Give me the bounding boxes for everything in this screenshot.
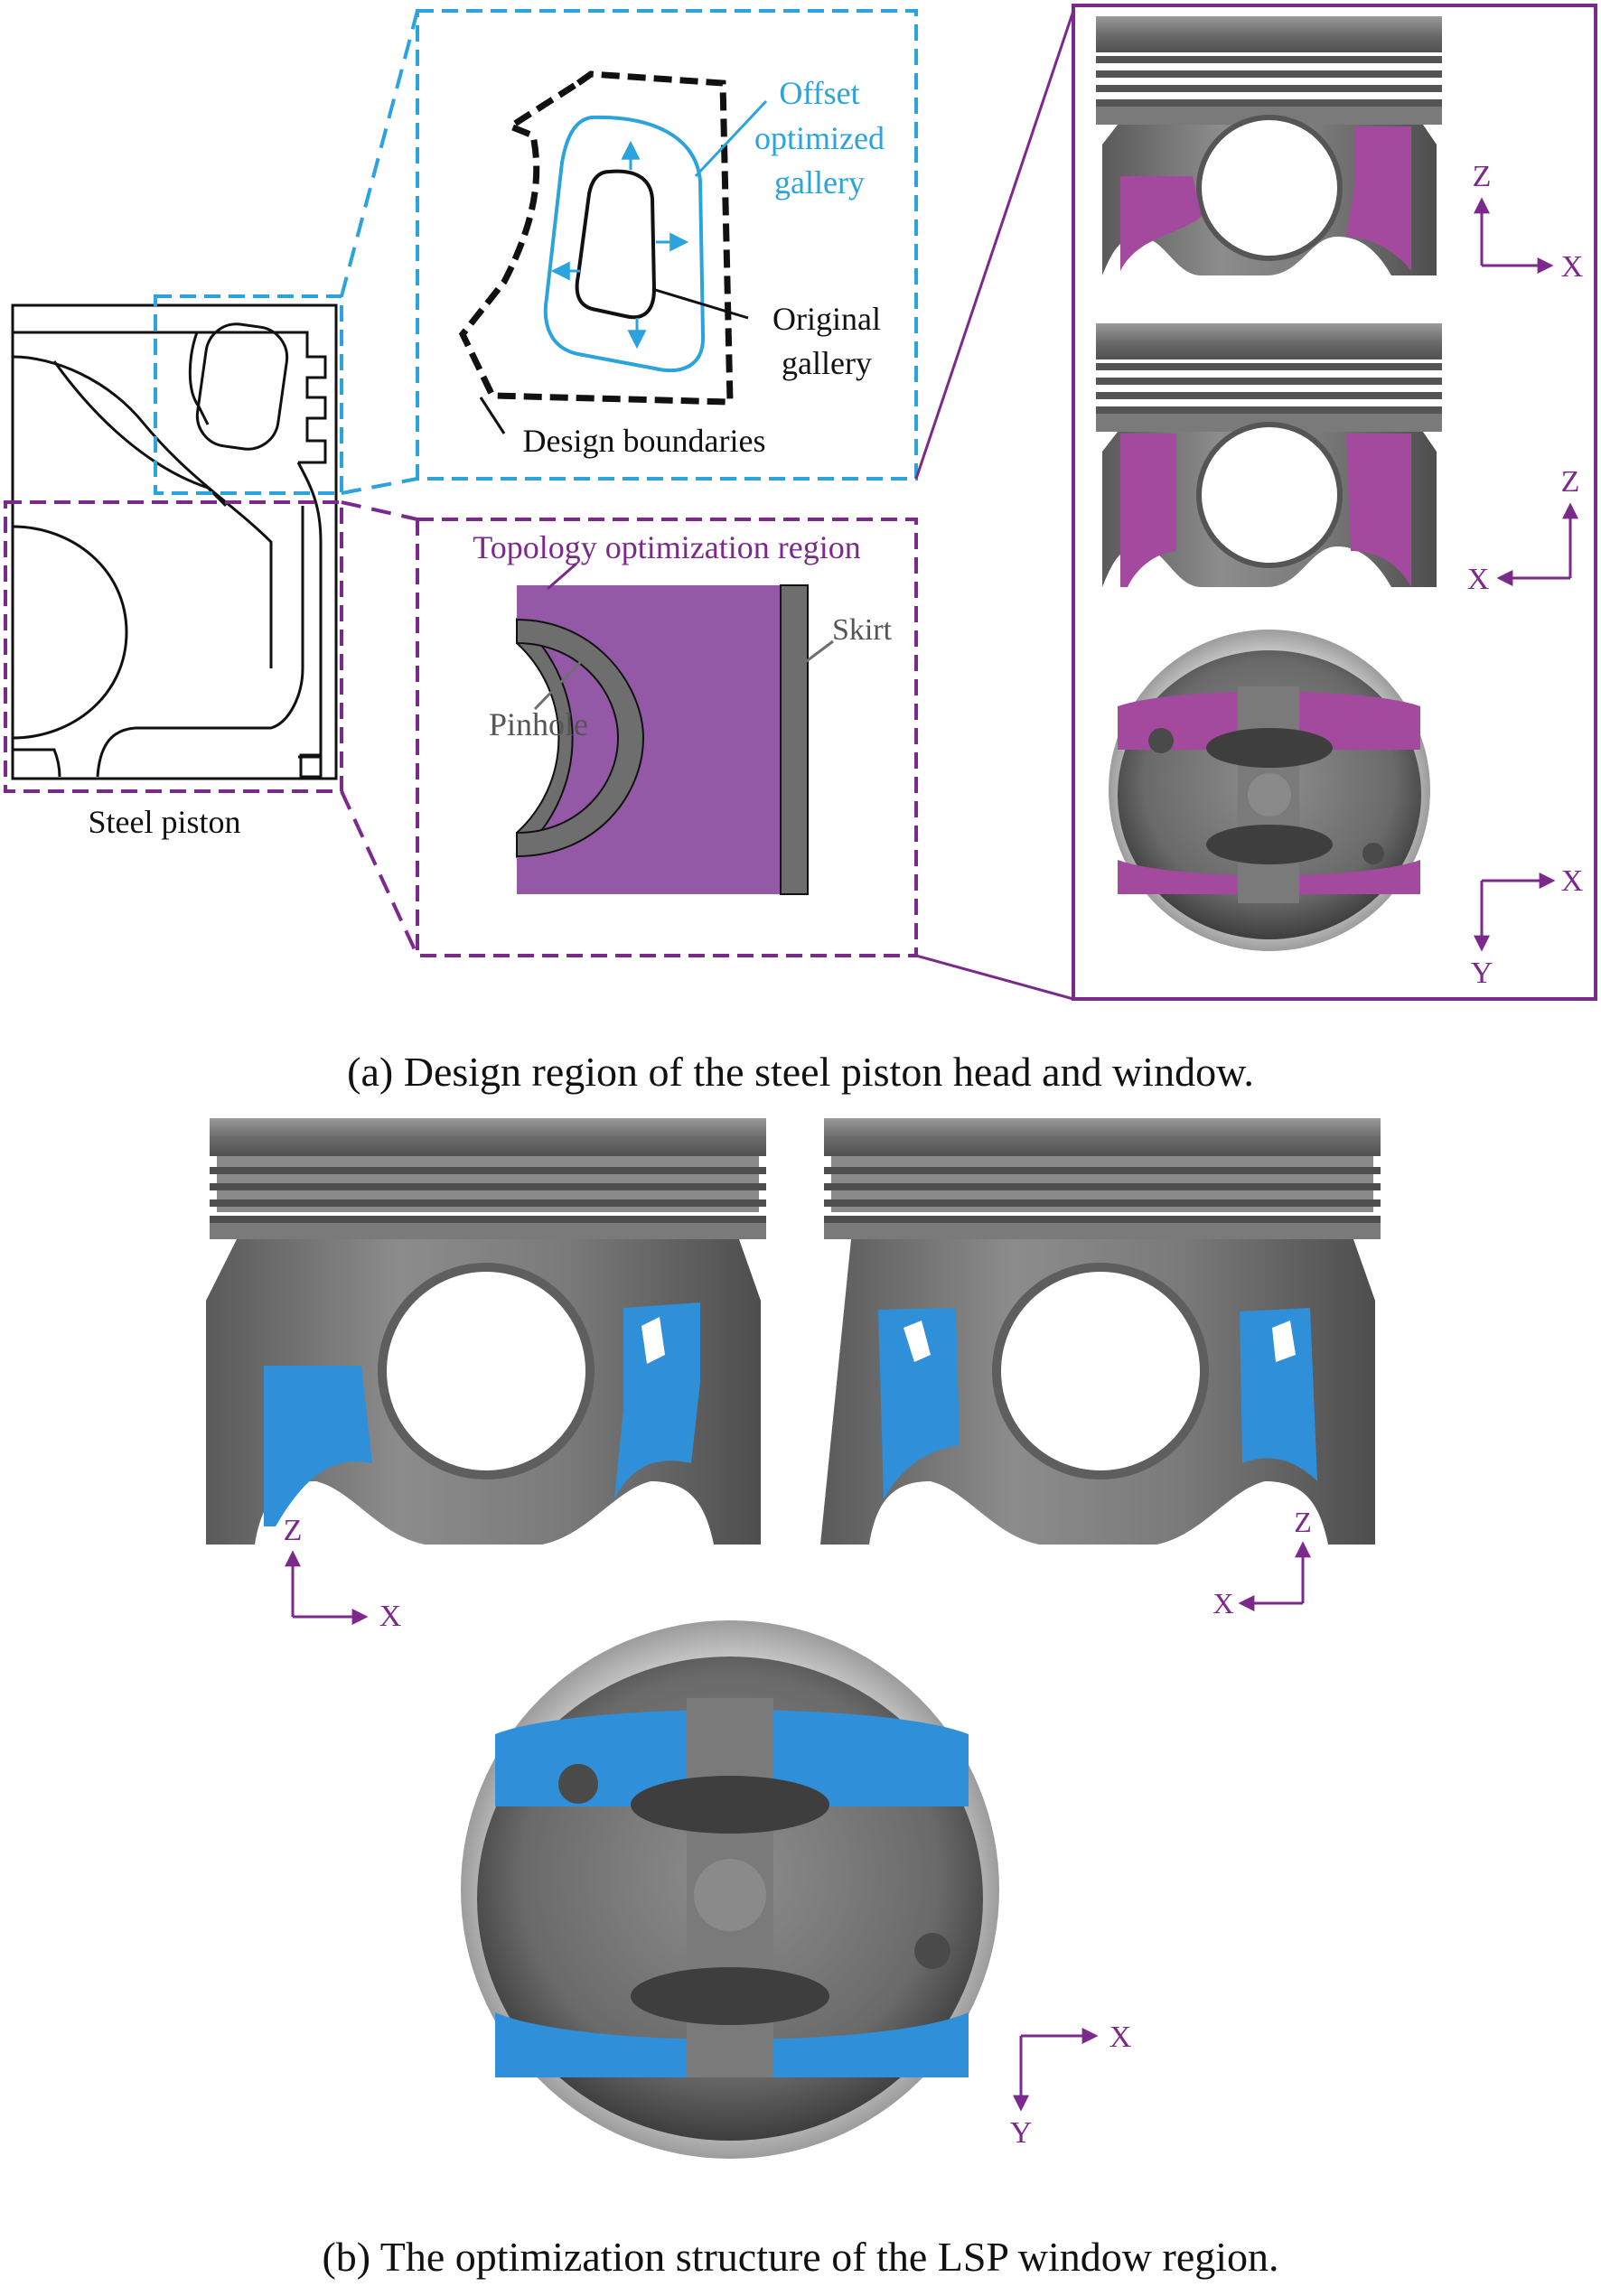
original-label-line1: Original [772,301,881,337]
piston-side-view-b [820,1118,1381,1545]
axes-front-a [1474,197,1554,274]
original-label-leader [651,287,749,320]
gallery-highlight-box [154,294,343,495]
offset-gallery-outline [543,115,706,373]
zoom-line-right-bottom [915,954,1074,1001]
piston-side-view-a [1096,323,1442,587]
steel-piston-section [11,303,338,780]
zoom-line-right-top [914,10,1075,480]
offset-label-line2: optimized [754,120,885,156]
axis-label-y-bottom-b: Y [1010,2116,1033,2150]
axis-label-x-side-b: X [1212,1587,1233,1619]
axis-label-x-front-a: X [1561,250,1584,284]
design-boundary-outline [458,70,734,406]
axis-label-z-side-a: Z [1561,465,1580,499]
piston-front-view-a [1096,16,1442,275]
axes-side-b [1238,1541,1311,1611]
boundary-label: Design boundaries [523,423,766,459]
axes-bottom-a [1474,873,1556,952]
axes-bottom-b [1013,2028,1099,2112]
offset-label-leader [694,99,768,178]
pinhole-label-leader [533,649,594,711]
axes-side-a [1496,502,1578,586]
zoom-line-purple-top [341,500,418,521]
axis-label-x-front-b: X [379,1600,402,1633]
axis-label-x-bottom-b: X [1109,2021,1132,2054]
zoom-line-cyan-bottom [341,477,418,495]
axes-front-b [285,1550,369,1625]
axis-label-y-bottom-a: Y [1471,957,1493,990]
axis-label-x-side-a: X [1467,563,1490,596]
steel-piston-label: Steel piston [89,804,241,840]
gallery-detail-box [416,9,918,481]
offset-arrows [550,140,689,350]
zoom-line-cyan-top [340,10,419,297]
axis-label-z-side-b: Z [1294,1506,1312,1538]
boundary-label-leader [479,397,506,434]
caption-panel-b: (b) The optimization structure of the LS… [322,2234,1279,2280]
original-label-line2: gallery [782,345,872,381]
piston-bottom-view-a [1109,630,1430,951]
pinhole-ring-arc [516,618,645,858]
piston-front-view-b [206,1118,766,1545]
pinhole-label: Pinhole [489,706,588,742]
caption-panel-a: (a) Design region of the steel piston he… [347,1049,1254,1095]
zoom-line-purple-bottom [340,790,419,957]
axis-label-x-bottom-a: X [1561,864,1584,898]
skirt-label-leader [796,639,834,670]
axis-label-z-front-b: Z [284,1514,303,1547]
piston-bottom-view-b [461,1620,999,2159]
topology-region-label: Topology optimization region [473,529,860,565]
skirt-strip [780,584,809,895]
original-gallery-outline [575,169,657,320]
region-label-leader [547,562,577,591]
skirt-label: Skirt [832,613,893,647]
offset-label-line1: Offset [779,75,859,111]
topology-detail-box [416,518,918,957]
offset-label-line3: gallery [774,164,865,201]
window-highlight-box [4,500,343,793]
axis-label-z-front-a: Z [1473,160,1492,193]
